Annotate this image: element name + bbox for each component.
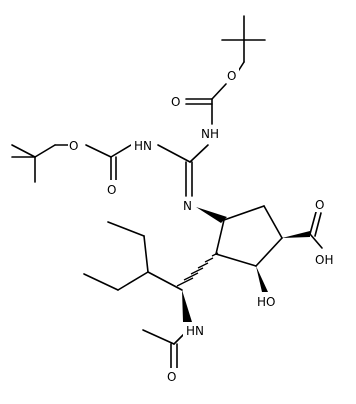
atom-o-boc2-ether: O — [69, 139, 78, 153]
bond — [143, 235, 149, 273]
bond — [309, 211, 317, 235]
atom-o-boc1-carbonyl: O — [171, 95, 180, 109]
bond — [309, 233, 323, 249]
bond — [263, 205, 283, 239]
wedge-bond — [256, 266, 268, 292]
bond — [314, 212, 322, 237]
wedge-bond — [182, 290, 192, 322]
bond — [215, 219, 225, 255]
bond — [147, 271, 183, 291]
atom-o-amide: O — [167, 370, 176, 384]
bond — [142, 329, 175, 345]
atom-ho-ring: HO — [257, 295, 275, 309]
stereo-bonds — [176, 207, 310, 322]
atom-hn-left: HN — [134, 139, 152, 153]
bond — [85, 144, 112, 158]
atom-o-boc1-ether: O — [227, 69, 236, 83]
bond — [83, 273, 119, 291]
bond — [255, 237, 283, 267]
atom-o-boc2-carbonyl: O — [107, 183, 116, 197]
bond — [211, 83, 227, 100]
wedge-bond — [282, 231, 310, 238]
bond — [11, 144, 36, 158]
bonds — [11, 15, 323, 369]
atom-hn-amide: HN — [186, 324, 204, 338]
bond — [110, 144, 132, 158]
atom-oh-acid: OH — [315, 253, 333, 267]
bond — [117, 271, 149, 291]
wedge-bond — [196, 207, 227, 223]
bond — [189, 144, 209, 163]
atom-nh-top: NH — [201, 127, 219, 141]
bond — [215, 253, 257, 267]
atom-n-imine: N — [183, 199, 192, 213]
hashed-bond — [176, 252, 219, 287]
atom-o-acid-carbonyl: O — [315, 198, 324, 212]
bond — [34, 144, 56, 158]
bond — [223, 205, 265, 221]
bond — [107, 221, 145, 237]
atom-labels: O O NH O O HN N O OH HO HN O — [68, 67, 338, 384]
bond — [157, 144, 191, 163]
